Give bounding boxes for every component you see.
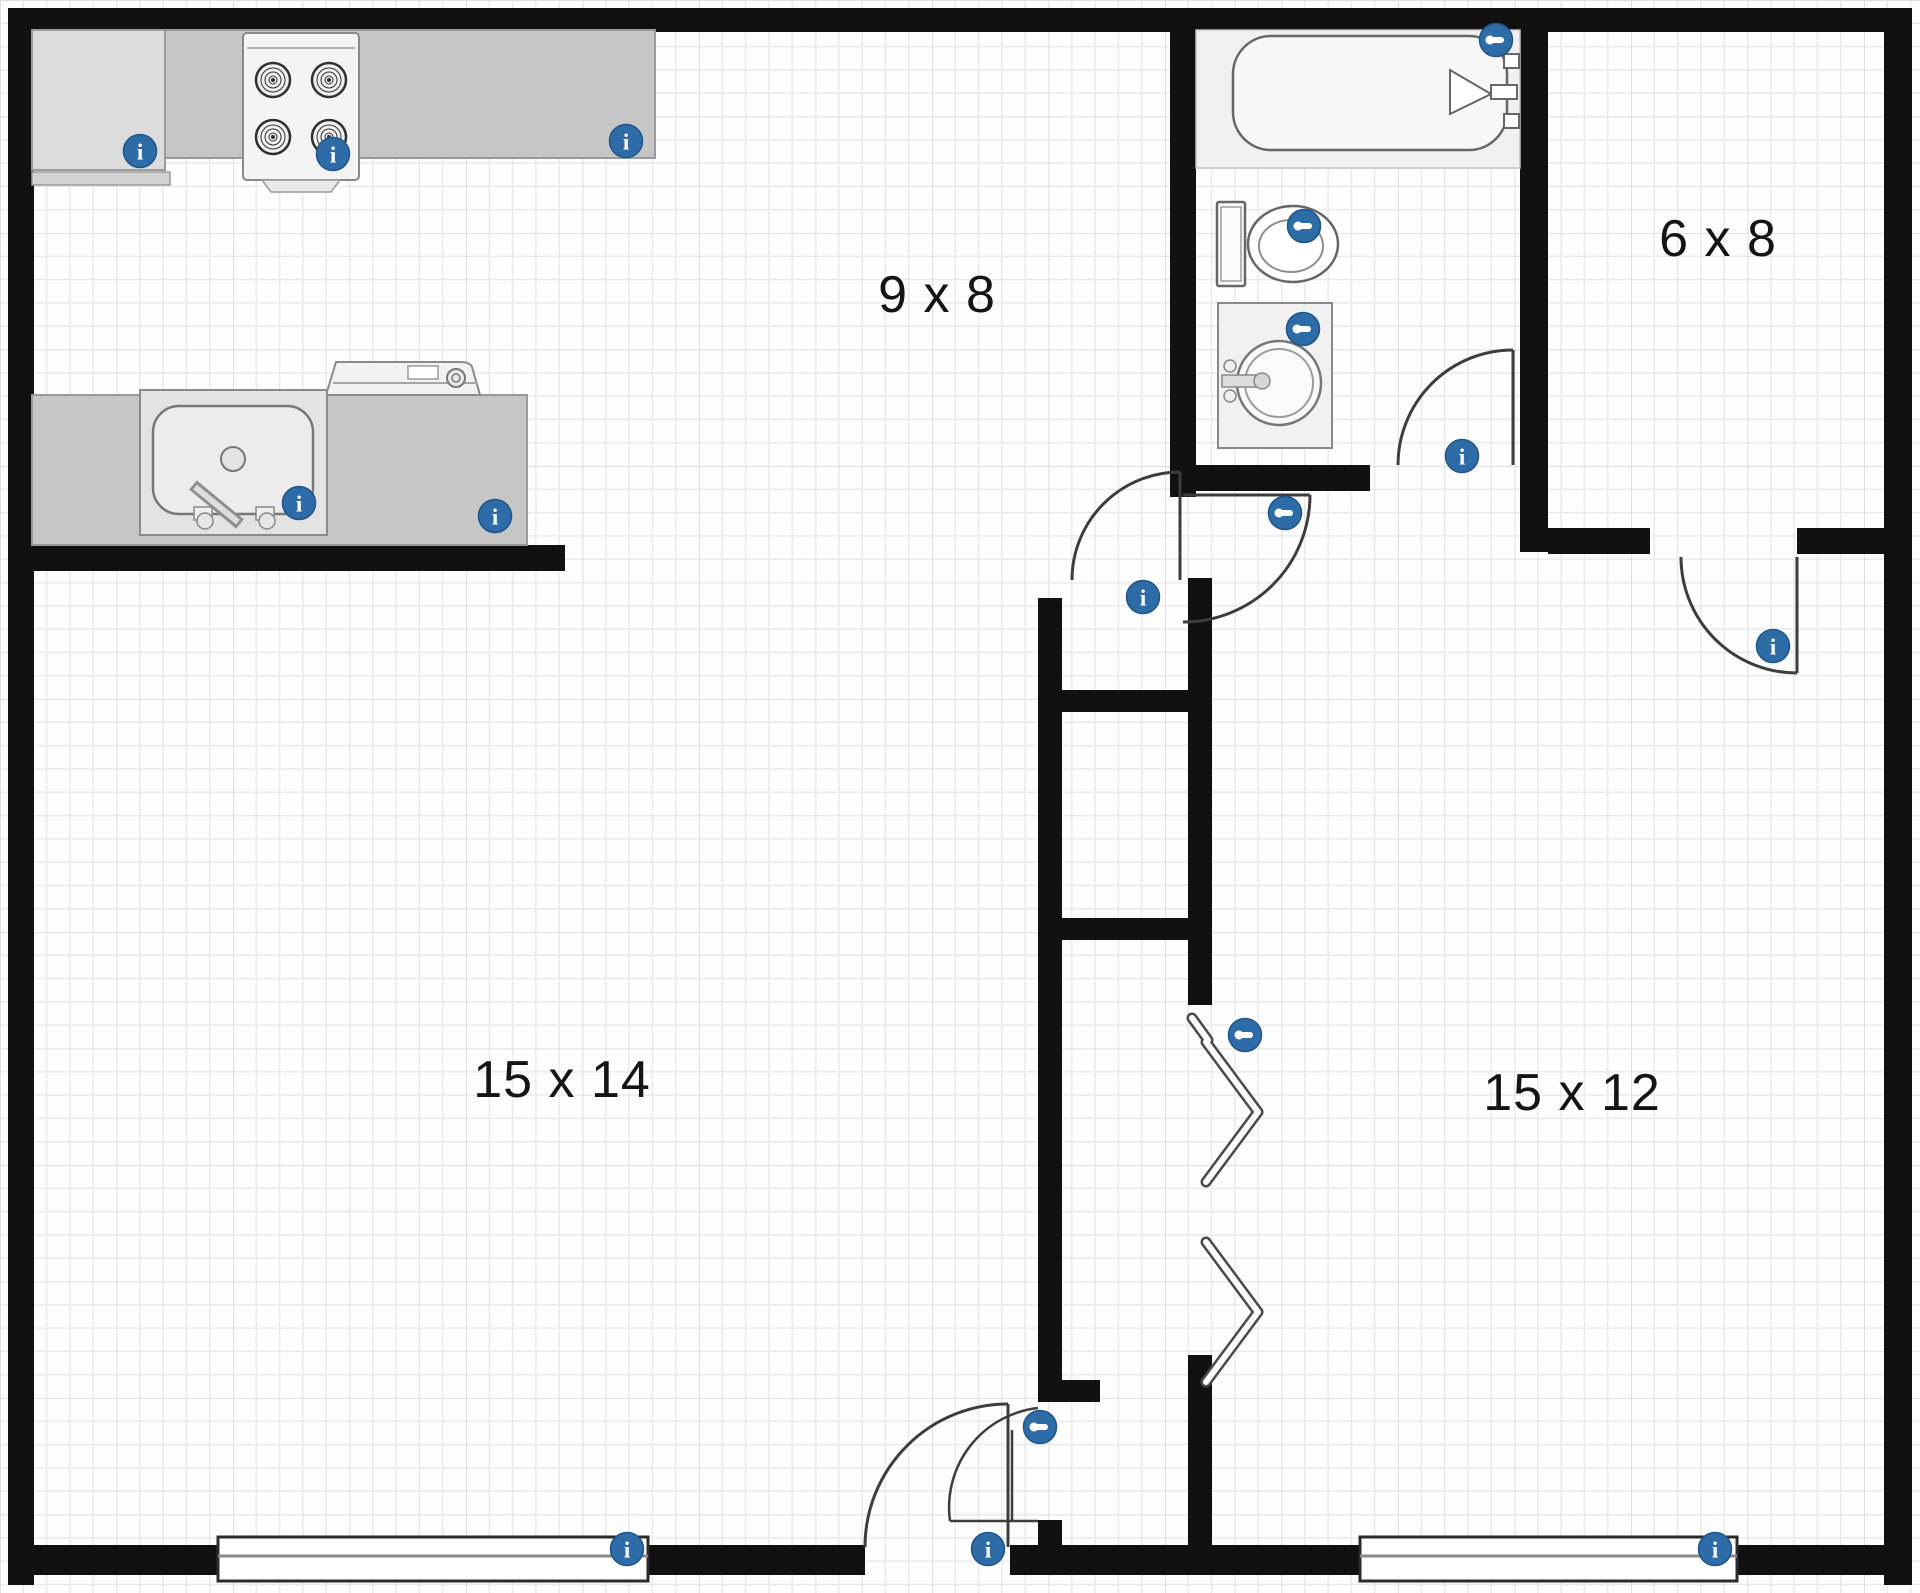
storage-door-info-icon[interactable]: i bbox=[1755, 628, 1791, 664]
bathroom-sink-info-icon[interactable] bbox=[1285, 311, 1321, 347]
refrigerator[interactable] bbox=[31, 29, 171, 186]
room-label-living-room: 15 x 14 bbox=[473, 1051, 651, 1109]
wall-bottom-seg4 bbox=[1737, 1545, 1884, 1575]
svg-text:i: i bbox=[1459, 445, 1466, 470]
wall-closet-left bbox=[1038, 598, 1062, 1380]
window-left-info-icon[interactable]: i bbox=[609, 1531, 645, 1567]
window-bottom-right[interactable] bbox=[1358, 1535, 1739, 1583]
toilet-info-icon[interactable] bbox=[1286, 208, 1322, 244]
range-info-icon[interactable]: i bbox=[315, 136, 351, 172]
window-bottom-left[interactable] bbox=[216, 1535, 650, 1583]
bathroom-door[interactable] bbox=[1396, 348, 1515, 466]
wall-closet-stub-h bbox=[1038, 1380, 1100, 1402]
entry-door-info-icon[interactable]: i bbox=[970, 1531, 1006, 1567]
room-label-storage-room: 6 x 8 bbox=[1659, 210, 1777, 268]
svg-text:i: i bbox=[1770, 635, 1777, 660]
storage-room-door[interactable] bbox=[1679, 556, 1799, 675]
wall-bathroom-bottom bbox=[1170, 465, 1370, 491]
tub-faucet-icon bbox=[1449, 68, 1494, 116]
wall-bottom-seg1 bbox=[8, 1545, 218, 1575]
wall-storage-bottom-right bbox=[1797, 528, 1884, 554]
bathtub[interactable] bbox=[1231, 34, 1520, 152]
svg-text:i: i bbox=[137, 140, 144, 165]
vanity-faucet-icon bbox=[1221, 374, 1257, 388]
wall-bottom-seg3 bbox=[1010, 1545, 1360, 1575]
burner-icon bbox=[310, 61, 348, 99]
entry-closet-door[interactable] bbox=[947, 1406, 1039, 1523]
window-right-info-icon[interactable]: i bbox=[1697, 1531, 1733, 1567]
svg-text:i: i bbox=[1712, 1538, 1719, 1563]
toilet[interactable] bbox=[1215, 200, 1340, 288]
hall-bath-door-info-icon[interactable] bbox=[1267, 495, 1303, 531]
svg-text:i: i bbox=[985, 1538, 992, 1563]
svg-text:i: i bbox=[492, 505, 499, 530]
wall-right bbox=[1884, 8, 1912, 1585]
bathroom-door-info-icon[interactable]: i bbox=[1444, 438, 1480, 474]
kitchen-sink-info-icon[interactable]: i bbox=[281, 485, 317, 521]
svg-text:i: i bbox=[330, 143, 337, 168]
hall-bath-door[interactable] bbox=[1182, 493, 1312, 624]
wall-top bbox=[8, 8, 1912, 32]
wall-closet-top-bar bbox=[1062, 690, 1188, 712]
burner-icon bbox=[254, 118, 292, 156]
wall-closet-stub-v bbox=[1038, 1520, 1062, 1547]
counter-top[interactable] bbox=[164, 29, 656, 159]
wall-closet-mid-bar bbox=[1062, 918, 1188, 940]
living-door-info-icon[interactable]: i bbox=[1125, 579, 1161, 615]
dishwasher[interactable] bbox=[324, 361, 482, 396]
refrigerator-info-icon[interactable]: i bbox=[122, 133, 158, 169]
burner-icon bbox=[254, 61, 292, 99]
wall-left bbox=[8, 8, 34, 1585]
wall-closet-right bbox=[1188, 578, 1212, 1005]
room-label-bedroom: 15 x 12 bbox=[1483, 1064, 1661, 1122]
living-room-door[interactable] bbox=[1070, 470, 1182, 581]
wall-kitchen-half bbox=[8, 545, 565, 571]
counter-top-info-icon[interactable]: i bbox=[608, 123, 644, 159]
svg-text:i: i bbox=[1140, 586, 1147, 611]
room-label-kitchen-area: 9 x 8 bbox=[878, 266, 996, 324]
svg-text:i: i bbox=[624, 1538, 631, 1563]
bifold-closet-door[interactable] bbox=[1186, 1012, 1264, 1388]
svg-text:i: i bbox=[623, 130, 630, 155]
wall-bottom-seg2 bbox=[648, 1545, 865, 1575]
wall-storage-bottom-left bbox=[1548, 528, 1650, 554]
bathroom-vanity-sink[interactable] bbox=[1217, 302, 1333, 449]
bathtub-info-icon[interactable] bbox=[1478, 22, 1514, 58]
bifold-door-info-icon[interactable] bbox=[1227, 1017, 1263, 1053]
entry-door[interactable] bbox=[863, 1402, 1010, 1548]
closet-door-info-icon[interactable] bbox=[1022, 1409, 1058, 1445]
counter-bottom-info-icon[interactable]: i bbox=[477, 498, 513, 534]
svg-text:i: i bbox=[296, 492, 303, 517]
wall-bathroom-left bbox=[1170, 30, 1196, 497]
wall-bathroom-right bbox=[1520, 30, 1548, 552]
